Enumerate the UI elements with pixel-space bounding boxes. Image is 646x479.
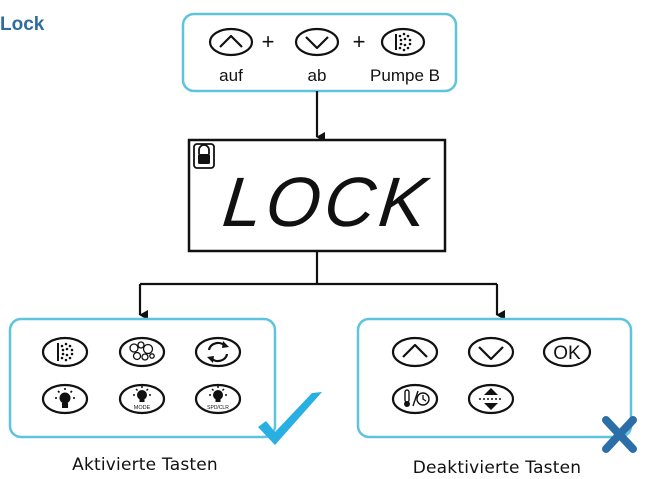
inactive-keys-box: [356, 317, 633, 439]
key-label-down: ab: [307, 66, 327, 85]
chevron-up-icon: [391, 336, 439, 368]
inactive-keys-caption: Deaktivierte Tasten: [412, 458, 582, 478]
temp-clock-icon: [391, 383, 439, 415]
ok-label: OK: [553, 343, 581, 364]
plus-sign: +: [353, 29, 366, 54]
chevron-down-icon: [294, 27, 340, 57]
light-spd-clr-icon: SPD/CLR: [194, 383, 242, 415]
lcd-text: LOCK: [219, 162, 434, 241]
spd-clr-label: SPD/CLR: [207, 405, 229, 411]
chevron-up-icon: [208, 27, 254, 57]
lcd-display: [187, 138, 447, 253]
up-down-icon: [467, 383, 515, 415]
checkmark-icon: [258, 392, 322, 445]
mode-label: MODE: [134, 405, 151, 411]
pump-icon: [41, 336, 89, 368]
cycle-icon: [194, 336, 242, 368]
padlock-icon: [193, 143, 215, 169]
pump-icon: [380, 27, 426, 57]
key-label-pump: Pumpe B: [370, 66, 440, 85]
chevron-down-icon: [467, 336, 515, 368]
light-mode-icon: MODE: [118, 383, 166, 415]
bubbles-icon: [118, 336, 166, 368]
page-title: Lock: [0, 14, 45, 35]
plus-sign: +: [262, 29, 275, 54]
active-keys-caption: Aktivierte Tasten: [72, 455, 218, 475]
cross-icon: [602, 416, 637, 453]
light-icon: [41, 383, 89, 415]
active-keys-box: [8, 317, 277, 439]
key-label-up: auf: [219, 66, 243, 85]
ok-button: OK: [542, 336, 592, 368]
